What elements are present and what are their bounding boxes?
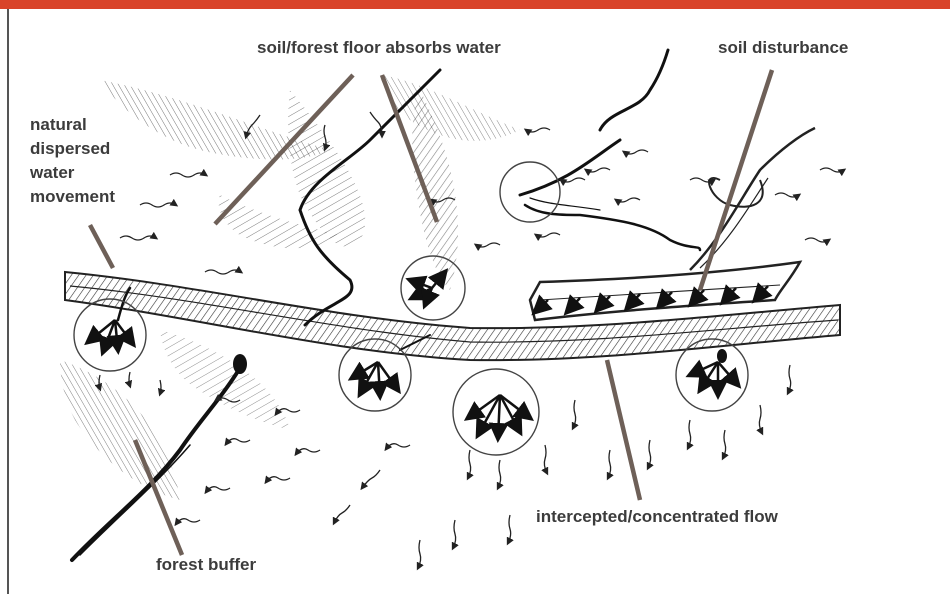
label-intercepted-flow: intercepted/concentrated flow: [536, 505, 778, 529]
label-natural-line-2: dispersed: [30, 137, 170, 161]
upper-road: [530, 128, 815, 320]
label-natural-line-1: natural: [30, 113, 170, 137]
label-forest-buffer: forest buffer: [156, 553, 256, 577]
label-soil-absorbs: soil/forest floor absorbs water: [257, 36, 501, 60]
label-natural-dispersed-water-movement: natural dispersed water movement: [30, 113, 170, 209]
label-natural-line-4: movement: [30, 185, 170, 209]
label-soil-disturbance: soil disturbance: [718, 36, 848, 60]
culvert-outlet: [233, 354, 247, 374]
label-natural-line-3: water: [30, 161, 170, 185]
culvert-outlet-right: [717, 349, 727, 363]
